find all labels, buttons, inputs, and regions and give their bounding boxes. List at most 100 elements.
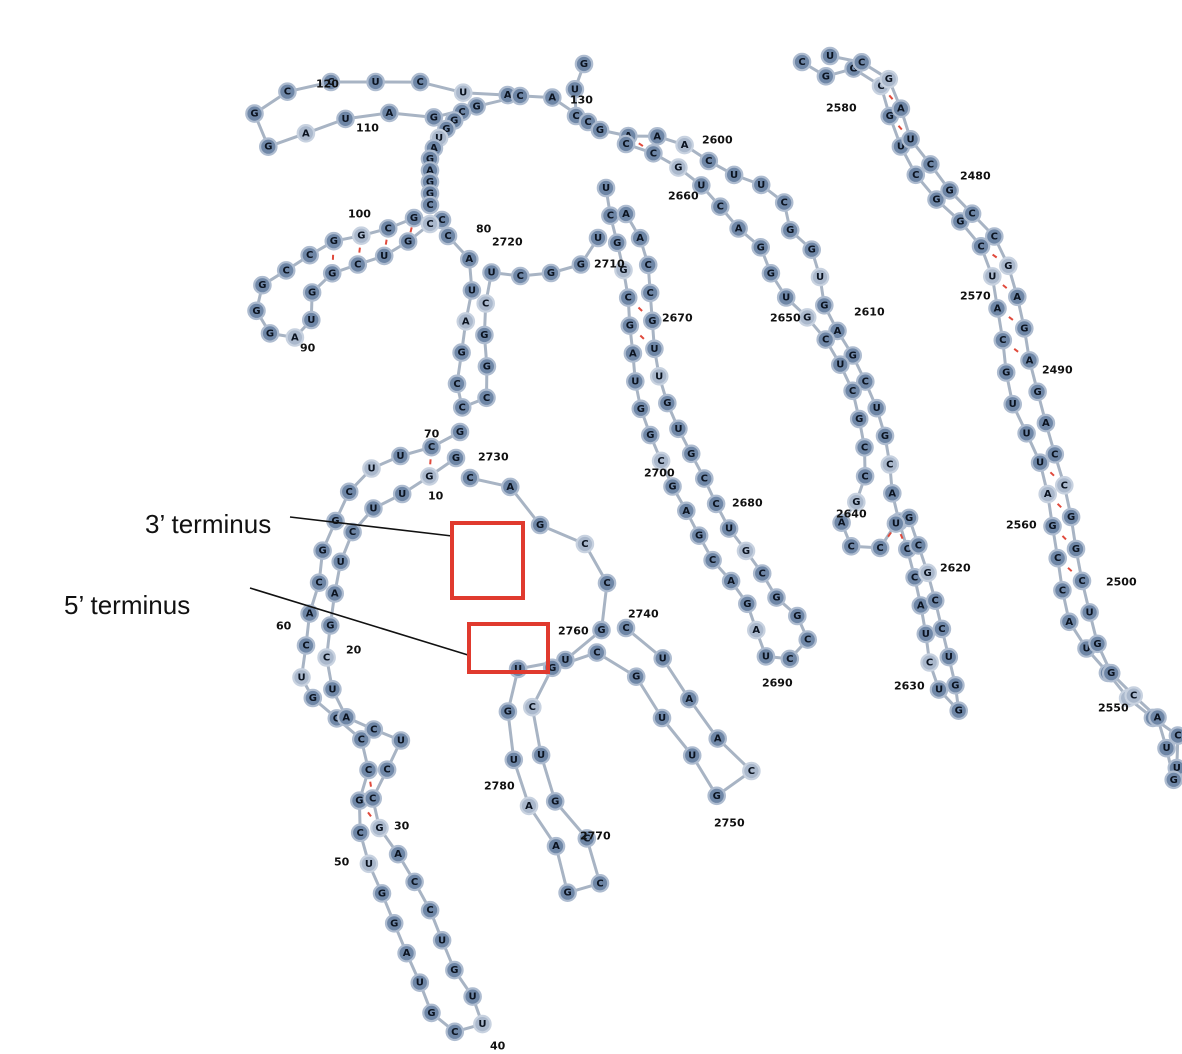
svg-text:U: U: [435, 133, 443, 144]
position-label-2480: 2480: [960, 170, 991, 183]
svg-text:C: C: [428, 442, 435, 453]
svg-text:U: U: [365, 859, 373, 870]
svg-text:C: C: [657, 456, 664, 467]
nucleotide-A: A: [542, 88, 562, 107]
five-prime-label: 5’ terminus: [64, 590, 190, 620]
nucleotide-G: G: [541, 263, 561, 283]
base-pair-mark: [1002, 284, 1008, 289]
svg-text:A: A: [525, 801, 533, 812]
svg-text:C: C: [284, 87, 291, 98]
position-label-2770: 2770: [580, 830, 611, 843]
nucleotide-U: U: [691, 176, 711, 195]
nucleotide-C: C: [703, 550, 722, 570]
svg-text:G: G: [956, 216, 964, 227]
nucleotide-G: G: [475, 325, 494, 345]
position-label-2710: 2710: [594, 258, 625, 271]
nucleotide-G: G: [787, 606, 807, 626]
nucleotide-G: G: [1164, 770, 1182, 790]
nucleotide-C: C: [710, 197, 730, 216]
position-label-2740: 2740: [628, 608, 659, 621]
svg-text:C: C: [786, 654, 793, 665]
svg-text:G: G: [945, 185, 953, 196]
nucleotide-A: A: [630, 228, 650, 248]
nucleotide-A: A: [623, 344, 643, 363]
nucleotide-G: G: [681, 444, 701, 464]
svg-text:C: C: [365, 765, 372, 776]
svg-text:C: C: [1061, 480, 1068, 491]
nucleotide-G: G: [422, 1003, 441, 1023]
svg-text:G: G: [932, 195, 940, 206]
svg-text:G: G: [504, 707, 512, 718]
svg-text:G: G: [855, 414, 863, 425]
svg-text:C: C: [444, 231, 451, 242]
svg-text:U: U: [945, 652, 953, 663]
svg-text:G: G: [849, 64, 857, 75]
svg-text:C: C: [622, 623, 629, 634]
position-label-2730: 2730: [478, 451, 509, 464]
base-pair-mark: [888, 94, 894, 100]
nucleotide-C: C: [618, 288, 638, 307]
nucleotide-U: U: [649, 366, 669, 386]
svg-text:C: C: [938, 624, 945, 635]
svg-text:C: C: [977, 241, 984, 252]
svg-text:U: U: [561, 655, 569, 666]
svg-text:C: C: [315, 578, 322, 589]
nucleotide-C: C: [694, 469, 714, 488]
svg-text:A: A: [682, 506, 690, 517]
svg-text:C: C: [458, 107, 465, 118]
nucleotide-A: A: [721, 571, 741, 591]
nucleotide-G: G: [258, 137, 278, 156]
svg-text:A: A: [1013, 292, 1021, 303]
svg-text:C: C: [862, 377, 869, 388]
svg-text:U: U: [468, 285, 476, 296]
svg-text:U: U: [307, 315, 315, 326]
position-label-2580: 2580: [826, 102, 857, 115]
svg-text:C: C: [886, 460, 893, 471]
svg-text:U: U: [1023, 428, 1031, 439]
svg-text:C: C: [1078, 576, 1085, 587]
svg-text:U: U: [328, 684, 336, 695]
nucleotide-A: A: [676, 501, 696, 521]
svg-text:G: G: [452, 453, 460, 464]
svg-text:C: C: [370, 725, 377, 736]
nucleotide-A: A: [675, 135, 694, 155]
nucleotide-G: G: [751, 238, 770, 257]
base-pair-mark: [367, 811, 372, 818]
svg-text:C: C: [607, 211, 614, 222]
nucleotide-U: U: [359, 854, 379, 874]
svg-text:U: U: [688, 751, 696, 762]
nucleotide-G: G: [450, 422, 470, 442]
svg-text:G: G: [426, 189, 434, 200]
position-label-2500: 2500: [1106, 576, 1137, 589]
svg-text:G: G: [695, 531, 703, 542]
nucleotide-C: C: [909, 536, 928, 555]
nucleotide-U: U: [756, 647, 776, 666]
svg-text:A: A: [685, 694, 693, 705]
svg-text:U: U: [372, 77, 380, 88]
svg-text:C: C: [999, 335, 1006, 346]
svg-text:C: C: [483, 393, 490, 404]
svg-text:G: G: [955, 706, 963, 717]
nucleotide-G: G: [245, 104, 264, 123]
nucleotide-G: G: [1043, 516, 1062, 536]
nucleotide-G: G: [669, 158, 688, 177]
svg-text:U: U: [1162, 743, 1170, 754]
nucleotide-G: G: [707, 786, 726, 806]
base-pair-mark: [1049, 471, 1055, 477]
svg-text:C: C: [358, 734, 365, 745]
base-pair-mark: [1056, 503, 1062, 509]
nucleotide-A: A: [891, 99, 911, 118]
svg-text:C: C: [357, 828, 364, 839]
svg-text:C: C: [822, 335, 829, 346]
nucleotide-G: G: [998, 256, 1018, 276]
svg-text:G: G: [852, 497, 860, 508]
svg-text:G: G: [742, 546, 750, 557]
nucleotide-C: C: [1168, 726, 1182, 745]
position-label-80: 80: [476, 223, 492, 236]
nucleotide-C: C: [321, 72, 341, 92]
svg-text:A: A: [714, 734, 722, 745]
nucleotide-U: U: [410, 973, 430, 992]
svg-text:U: U: [341, 114, 349, 125]
nucleotide-A: A: [1038, 484, 1057, 504]
position-label-20: 20: [346, 644, 362, 657]
